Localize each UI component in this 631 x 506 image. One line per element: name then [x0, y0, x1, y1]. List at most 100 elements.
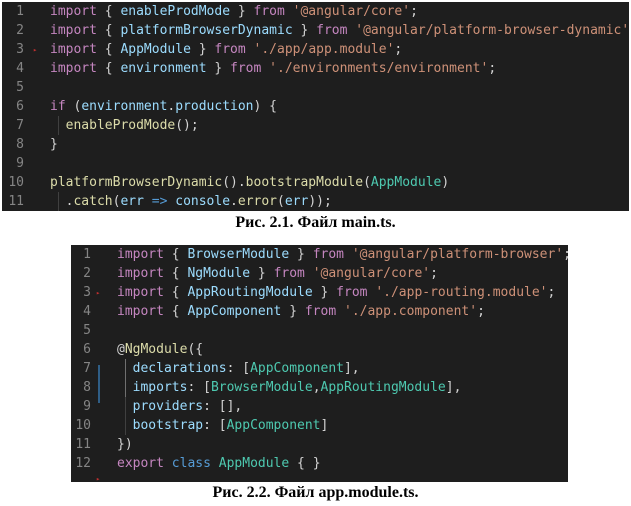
- code-text: import { AppComponent } from './app.comp…: [117, 302, 485, 321]
- indent-guide: [125, 359, 126, 378]
- code-token: (: [363, 175, 371, 190]
- code-token: [211, 456, 219, 471]
- code-line[interactable]: 9: [2, 154, 629, 173]
- code-token: production: [175, 99, 254, 114]
- code-line[interactable]: 9 providers: [],: [71, 397, 568, 416]
- code-text: import { AppRoutingModule } from './app-…: [117, 283, 555, 302]
- code-line[interactable]: 8 imports: [BrowserModule,AppRoutingModu…: [71, 378, 568, 397]
- code-token: err: [284, 194, 309, 209]
- code-token: (: [65, 99, 82, 114]
- code-text: import { environment } from './environme…: [50, 59, 496, 78]
- line-number: 10: [75, 418, 91, 433]
- code-token: import: [117, 266, 164, 281]
- code-line[interactable]: 5: [2, 78, 629, 97]
- code-token: @: [117, 342, 125, 357]
- code-token: '@angular/platform-browser-dynamic': [355, 23, 629, 38]
- code-token: {: [96, 23, 121, 38]
- line-number: 10: [8, 175, 24, 190]
- code-token: './app/app.module': [253, 42, 395, 57]
- line-number: 8: [83, 380, 91, 395]
- line-number: 2: [83, 266, 91, 281]
- code-line[interactable]: 7 enableProdMode();: [2, 116, 629, 135]
- code-token: }: [281, 304, 305, 319]
- code-text: .catch(err => console.error(err));: [50, 192, 332, 211]
- code-token: ));: [308, 194, 332, 209]
- line-number: 11: [8, 194, 24, 209]
- code-token: error: [237, 194, 278, 209]
- code-line[interactable]: 4 import { AppComponent } from './app.com…: [71, 302, 568, 321]
- code-token: import: [117, 304, 164, 319]
- code-line[interactable]: 10 bootstrap: [AppComponent]: [71, 416, 568, 435]
- code-token: [344, 247, 352, 262]
- line-number: 4: [83, 304, 91, 319]
- code-token: imports: [132, 380, 188, 395]
- code-token: AppModule: [120, 42, 191, 57]
- code-token: AppModule: [218, 456, 290, 471]
- code-token: platformBrowserDynamic: [120, 23, 293, 38]
- code-token: }: [206, 61, 231, 76]
- code-text: imports: [BrowserModule,AppRoutingModule…: [117, 378, 462, 397]
- code-line[interactable]: 8}: [2, 135, 629, 154]
- code-line[interactable]: 5: [71, 321, 568, 340]
- code-text: if (environment.production) {: [50, 97, 277, 116]
- code-token: AppComponent: [250, 361, 344, 376]
- code-token: [336, 304, 344, 319]
- code-token: [285, 4, 293, 19]
- code-token: class: [171, 456, 211, 471]
- code-token: environment: [81, 99, 168, 114]
- line-number: 4: [16, 61, 24, 76]
- code-token: AppRoutingModule: [187, 285, 313, 300]
- figure-caption-main-ts: Рис. 2.1. Файл main.ts.: [235, 214, 396, 231]
- code-token: NgModule: [187, 266, 251, 281]
- code-token: '@angular/platform-browser': [351, 247, 564, 262]
- line-number: 2: [16, 23, 24, 38]
- code-token: .: [167, 99, 176, 114]
- code-token: [261, 61, 269, 76]
- code-token: }: [250, 266, 274, 281]
- code-token: from: [304, 304, 337, 319]
- line-number: 8: [16, 137, 24, 152]
- code-line[interactable]: 2 import { platformBrowserDynamic } from …: [2, 21, 629, 40]
- code-token: }: [230, 4, 254, 19]
- code-token: './app-routing.module': [375, 285, 548, 300]
- code-line[interactable]: 7 declarations: [AppComponent],: [71, 359, 568, 378]
- code-line[interactable]: 6@NgModule({: [71, 340, 568, 359]
- code-token: from: [336, 285, 368, 300]
- code-line[interactable]: 11 .catch(err => console.error(err));: [2, 192, 629, 211]
- code-line[interactable]: 11}): [71, 435, 568, 454]
- code-token: }: [289, 247, 313, 262]
- code-token: ) {: [253, 99, 277, 114]
- code-token: : [],: [203, 399, 243, 414]
- code-token: [246, 42, 254, 57]
- code-text: import { BrowserModule } from '@angular/…: [117, 245, 568, 264]
- code-token: {: [163, 285, 188, 300]
- code-token: platformBrowserDynamic: [50, 175, 223, 190]
- code-token: AppComponent: [226, 418, 321, 433]
- line-number: 6: [83, 342, 91, 357]
- code-token: import: [50, 4, 97, 19]
- code-token: ;: [563, 247, 568, 262]
- code-token: './app.component': [344, 304, 478, 319]
- line-number: 5: [16, 80, 24, 95]
- line-number: 3: [16, 42, 24, 57]
- indent-guide: [125, 416, 126, 435]
- code-token: ({: [187, 342, 204, 357]
- line-number: 5: [83, 323, 91, 338]
- code-token: providers: [132, 399, 204, 414]
- code-text: import { platformBrowserDynamic } from '…: [50, 21, 629, 40]
- code-token: bootstrapModule: [245, 175, 364, 190]
- code-token: .: [230, 194, 238, 209]
- code-line[interactable]: 4 import { environment } from './environm…: [2, 59, 629, 78]
- code-token: ],: [343, 361, 360, 376]
- code-token: ;: [394, 42, 403, 57]
